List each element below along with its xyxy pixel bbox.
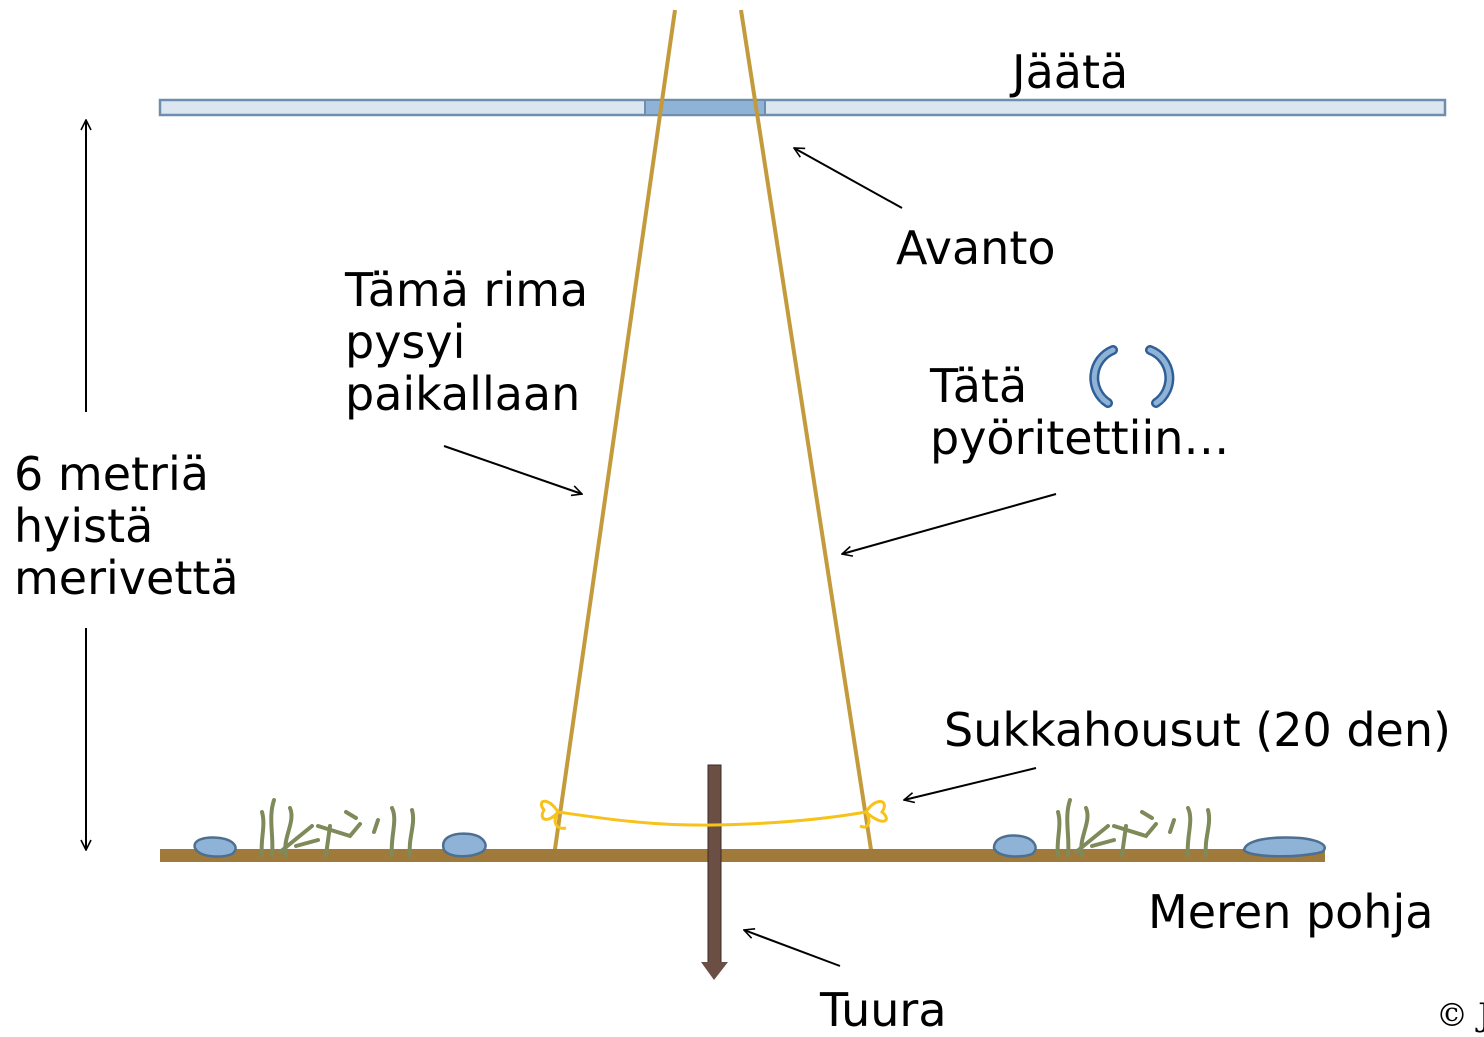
ice-hole	[644, 99, 766, 116]
sea-floor	[160, 849, 1325, 862]
pick-label: Tuura	[820, 983, 947, 1037]
stone	[1242, 836, 1326, 858]
water-depth-label-line: 6 metriä	[14, 447, 209, 501]
rotated-stick-label: Tätä pyöritettiin…	[930, 360, 1229, 464]
rotated-stick-pointer-arrow	[842, 493, 1057, 554]
fixed-stick-label: Tämä rima pysyi paikallaan	[345, 264, 588, 420]
water-depth-label-line: merivettä	[14, 551, 239, 605]
hole-pointer-arrow	[794, 147, 903, 209]
fixed-stick-pointer-arrow	[443, 445, 582, 494]
fixed-stick	[552, 9, 677, 857]
water-depth-label: 6 metriä hyistä merivettä	[14, 448, 239, 604]
tights-knot-right	[859, 800, 888, 829]
ice-label: Jäätä	[1012, 45, 1129, 99]
rotated-stick-label-line: pyöritettiin…	[930, 411, 1230, 465]
tights-pointer-arrow	[904, 767, 1037, 800]
stone	[992, 834, 1037, 858]
fixed-stick-label-line: pysyi	[345, 315, 466, 369]
pick-pointer-arrow	[744, 930, 841, 967]
stone	[193, 836, 237, 858]
rotate-arrows-icon	[1089, 345, 1175, 408]
seaweed-left	[259, 798, 416, 857]
water-depth-label-line: hyistä	[14, 499, 154, 553]
ice-pick-tip	[701, 962, 728, 980]
stone	[441, 832, 487, 858]
ice-sheet	[158, 98, 1447, 117]
rotated-stick-label-line: Tätä	[930, 359, 1028, 413]
rotated-stick	[739, 9, 874, 857]
sea-floor-label: Meren pohja	[1148, 885, 1434, 939]
ice-pick	[707, 764, 722, 966]
fixed-stick-label-line: Tämä rima	[345, 263, 589, 317]
seaweed-right	[1055, 798, 1212, 857]
tights-knot-left	[539, 799, 567, 830]
tights-label: Sukkahousut (20 den)	[944, 703, 1451, 757]
tights	[556, 810, 868, 827]
copyright-text: © J	[1436, 996, 1484, 1034]
hole-label: Avanto	[896, 221, 1056, 275]
fixed-stick-label-line: paikallaan	[345, 367, 581, 421]
